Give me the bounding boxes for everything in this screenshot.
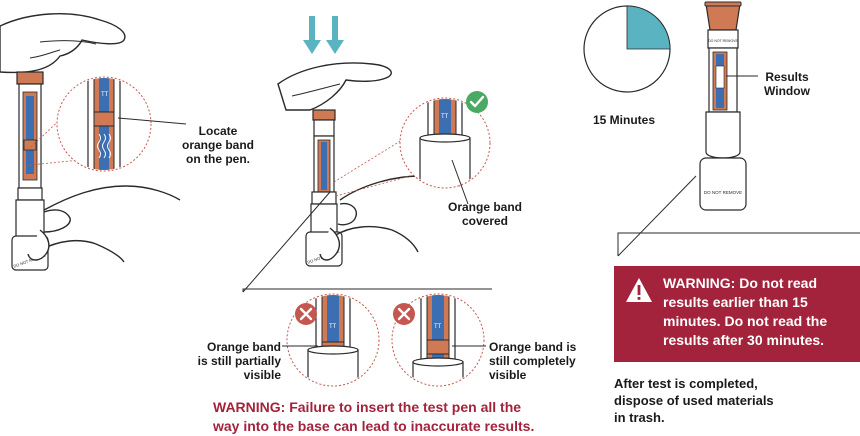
tt-marker: TT	[101, 92, 109, 98]
read-time-warning-box: WARNING: Do not read results earlier tha…	[614, 266, 860, 362]
warning-triangle-icon	[626, 278, 652, 302]
svg-text:TT: TT	[441, 114, 449, 120]
svg-text:TT: TT	[434, 324, 442, 330]
insert-warning-text: WARNING: Failure to insert the test pen …	[213, 399, 535, 434]
dispose-instruction: After test is completed, dispose of used…	[614, 376, 774, 425]
timer-elapsed-wedge	[626, 5, 671, 50]
svg-text:DO NOT REMOVE: DO NOT REMOVE	[704, 190, 742, 195]
svg-text:DO NOT REMOVE: DO NOT REMOVE	[708, 39, 738, 43]
step3-illustration: DO NOT REMOVE DO NOT REMOVE	[583, 1, 860, 257]
read-time-warning-text: WARNING: Do not read results earlier tha…	[663, 275, 828, 348]
svg-text:TT: TT	[329, 324, 337, 330]
incorrect-examples: TT TT	[282, 293, 486, 387]
timer-label: 15 Minutes	[592, 113, 655, 127]
step2-illustration: DO NOT REMOVE TT	[242, 16, 492, 293]
step1-illustration: DO NOT REMOVE TT	[0, 13, 187, 271]
